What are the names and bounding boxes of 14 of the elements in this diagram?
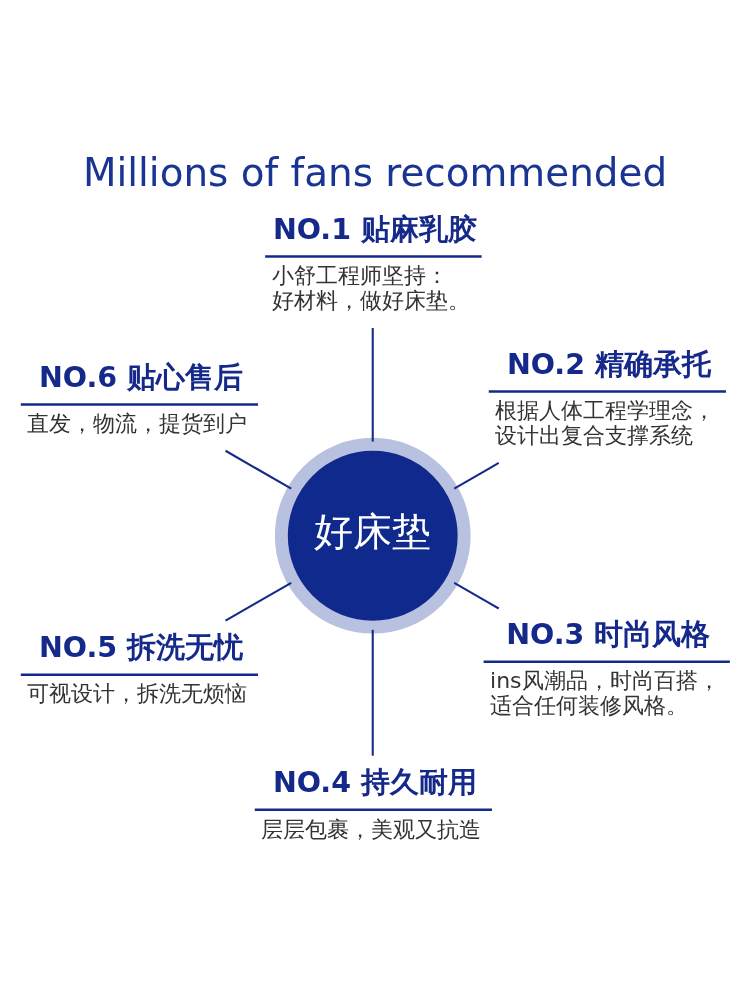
connector — [371, 629, 374, 756]
node-text: NO.5 拆洗无忧 可视设计，拆洗无烦恼 — [27, 631, 248, 707]
node-text: NO.3 时尚风格 ins风潮品，时尚百搭，适合任何装修风格。 — [490, 618, 720, 719]
connector — [225, 581, 292, 622]
diagram-title: Millions of fans recommended — [82, 150, 668, 196]
node-text: NO.4 持久耐用 层层包裹，美观又抗造 — [261, 766, 482, 842]
connector — [453, 581, 500, 610]
node-text: NO.1 贴麻乳胶 小舒工程师坚持：好材料，做好床垫。 — [271, 213, 477, 313]
node-text: NO.2 精确承托 根据人体工程学理念，设计出复合支撑系统 — [495, 348, 716, 448]
connector — [225, 449, 292, 490]
connector — [371, 328, 374, 442]
connector — [453, 462, 500, 490]
node-circle: 好床垫 — [274, 437, 471, 634]
node-text: NO.6 贴心售后 直发，物流，提货到户 — [27, 361, 248, 437]
